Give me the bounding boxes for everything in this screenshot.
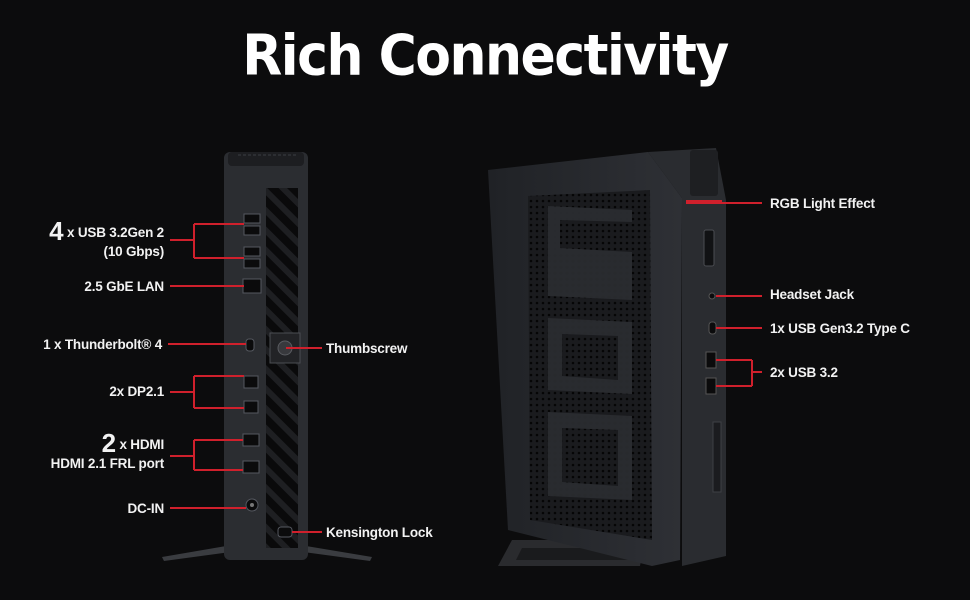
front-device	[488, 148, 726, 566]
hdmi-label: 2 x HDMI HDMI 2.1 FRL port	[50, 428, 165, 472]
hdmi-text: x HDMI	[119, 437, 164, 452]
rgb-label: RGB Light Effect	[770, 196, 875, 211]
usb-c-label: 1x USB Gen3.2 Type C	[770, 321, 910, 336]
rear-device	[162, 152, 372, 561]
thunderbolt-label: 1 x Thunderbolt® 4	[43, 337, 162, 352]
callout-lines	[168, 202, 762, 533]
thumbscrew-label: Thumbscrew	[326, 341, 408, 356]
kensington-label: Kensington Lock	[326, 525, 433, 540]
usb32-label: 2x USB 3.2	[770, 365, 838, 380]
usb-label: 4 x USB 3.2Gen 2 (10 Gbps)	[49, 218, 164, 260]
usb-speed: (10 Gbps)	[103, 244, 165, 259]
dp-label: 2x DP2.1	[109, 384, 164, 399]
page-title: Rich Connectivity	[242, 23, 729, 89]
headset-label: Headset Jack	[770, 287, 854, 302]
usb-count: 4	[49, 216, 64, 246]
hdmi-port: HDMI 2.1 FRL port	[50, 456, 165, 471]
usb-text: x USB 3.2Gen 2	[67, 225, 164, 240]
lan-label: 2.5 GbE LAN	[84, 279, 164, 294]
dc-in-label: DC-IN	[127, 501, 165, 516]
hdmi-count: 2	[101, 428, 116, 458]
